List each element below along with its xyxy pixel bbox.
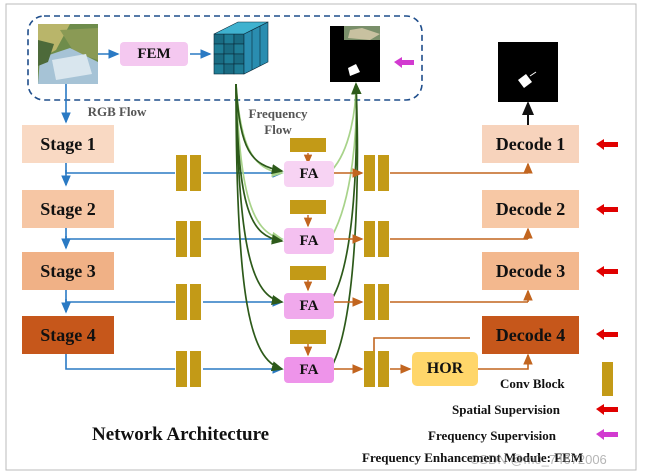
frequency-mask-image <box>330 26 380 82</box>
legend-frequency-supervision-label: Frequency Supervision <box>428 428 556 443</box>
diagram-title: Network Architecture <box>92 424 270 445</box>
rgb-flow-label: RGB Flow <box>87 104 147 119</box>
stage-2: Stage 2 <box>22 190 114 228</box>
spatial-supervision-arrows <box>596 139 618 415</box>
stage-3: Stage 3 <box>22 252 114 290</box>
frequency-flow-curves <box>235 82 362 372</box>
fa-3: FA <box>284 293 334 319</box>
legend-frequency-arrow <box>596 429 618 440</box>
conv-blocks <box>176 138 613 396</box>
legend-conv-block-label: Conv Block <box>500 376 565 391</box>
decode-4: Decode 4 <box>482 316 579 354</box>
legend-spatial-arrow <box>596 404 618 415</box>
decode-3: Decode 3 <box>482 252 579 290</box>
legend-spatial-supervision-label: Spatial Supervision <box>452 402 561 417</box>
frequency-supervision-arrows <box>394 57 618 440</box>
outer-frame <box>5 3 637 471</box>
fa-2: FA <box>284 228 334 254</box>
decode-1: Decode 1 <box>482 125 579 163</box>
frequency-cubes <box>213 21 269 75</box>
legend-frequency-enhancement-label: Frequency Enhancement Module: FEM <box>362 450 584 465</box>
fa-4: FA <box>284 357 334 383</box>
legend-conv-block <box>602 362 613 396</box>
input-image <box>38 24 98 84</box>
decoder-flow-lines <box>334 162 533 374</box>
output-mask-image <box>498 42 558 102</box>
watermark: CSDN @m0_74672006 <box>470 452 607 467</box>
stage-1: Stage 1 <box>22 125 114 163</box>
decode-2: Decode 2 <box>482 190 579 228</box>
rgb-flow-lines <box>61 84 284 374</box>
frequency-flow-label: Frequency Flow <box>248 106 308 137</box>
fem-container <box>27 15 423 101</box>
fem-box: FEM <box>120 42 188 66</box>
stage-4: Stage 4 <box>22 316 114 354</box>
hor-box: HOR <box>412 352 478 386</box>
fa-1: FA <box>284 161 334 187</box>
